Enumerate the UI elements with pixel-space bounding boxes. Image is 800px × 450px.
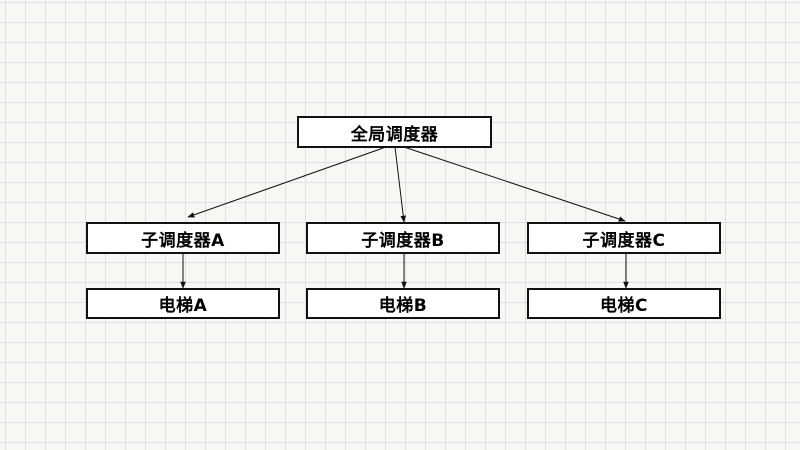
sub-dispatcher-c-label: 子调度器C (582, 230, 666, 251)
elevator-b-node: 电梯B (306, 288, 500, 319)
edge-root-to-sub-c (403, 146, 626, 222)
sub-dispatcher-b-node: 子调度器B (306, 222, 500, 254)
global-dispatcher-label: 全局调度器 (350, 124, 439, 145)
elevator-a-node: 电梯A (86, 288, 280, 319)
sub-dispatcher-c-node: 子调度器C (527, 222, 721, 254)
elevator-c-node: 电梯C (527, 288, 721, 319)
elevator-b-label: 电梯B (378, 296, 428, 316)
global-dispatcher-node: 全局调度器 (297, 116, 492, 148)
sub-dispatcher-a-node: 子调度器A (86, 222, 280, 254)
edge-root-to-sub-a (187, 146, 387, 218)
elevator-c-label: 电梯C (600, 296, 648, 316)
edge-root-to-sub-b (394, 146, 407, 223)
elevator-a-label: 电梯A (158, 296, 208, 316)
sub-dispatcher-a-label: 子调度器A (141, 230, 225, 251)
sub-dispatcher-b-label: 子调度器B (361, 230, 445, 251)
